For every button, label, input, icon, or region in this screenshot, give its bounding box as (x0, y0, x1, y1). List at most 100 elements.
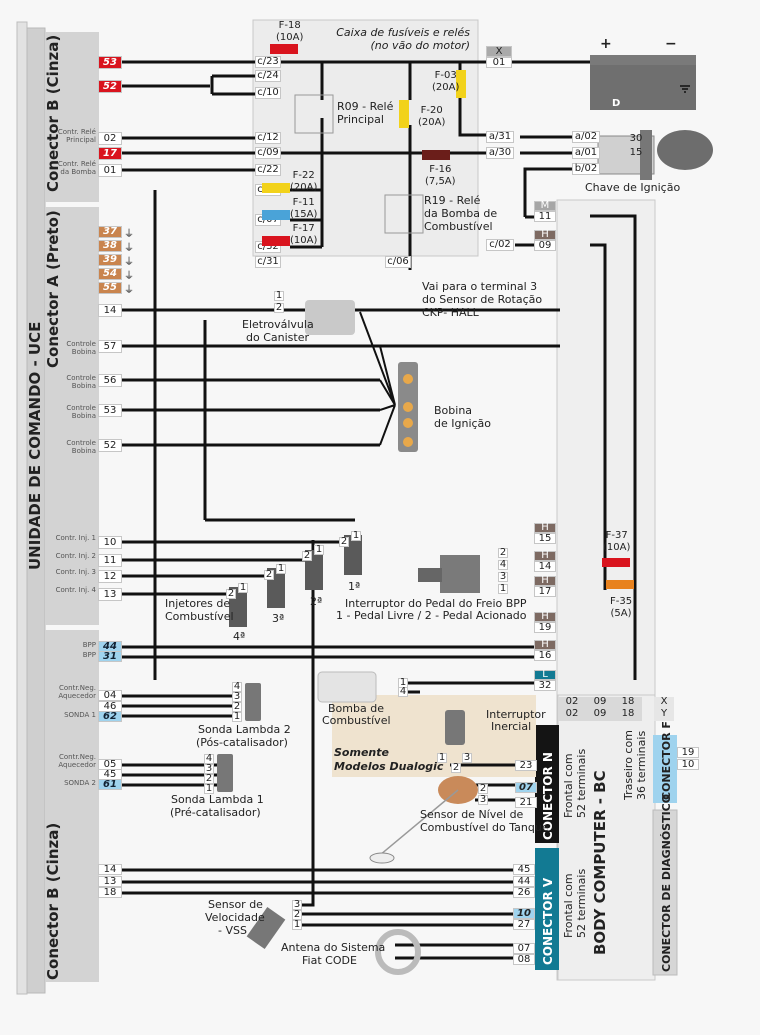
bc-pin-group: L (534, 670, 556, 680)
relay-pump-name-3: Combustível (424, 220, 493, 233)
coil-label-1: Bobina (434, 404, 472, 417)
fuel-pump: Bomba de Combustível (317, 671, 391, 727)
uce-pin: 14 (98, 304, 122, 317)
connector-f-label: CONECTOR F (660, 721, 673, 800)
connector-n (535, 725, 559, 843)
connector-n-pin: 07 (515, 782, 537, 793)
fuse-rating: (20A) (432, 82, 460, 93)
fusebox-pin: c/10 (255, 87, 281, 99)
component-pin: 1 (274, 290, 284, 301)
uce-pin: 11 (98, 554, 122, 567)
ignition-terminal: 15 (629, 147, 643, 158)
lambda-1: Sonda Lambda 1 (Pré-catalisador) (170, 754, 264, 819)
uce-ground-pin: 54 (98, 268, 122, 280)
brake-switch-label-2: 1 - Pedal Livre / 2 - Pedal Acionado (336, 609, 527, 622)
uce-pin-label: Contr. Inj. 1 (55, 534, 96, 542)
fuse-label: F-11(15A) (290, 197, 317, 221)
component-pin: 3 (498, 571, 508, 582)
fiat-code-antenna: Antena do Sistema Fiat CODE (281, 929, 421, 975)
connector-v-desc-1: Frontal com (562, 873, 575, 938)
connector-b-top-housing (45, 32, 99, 202)
uce-pin-label: Contr. Inj. 2 (55, 552, 96, 560)
bc-pin: 16 (534, 650, 556, 661)
bc-xy-cell: 02 (558, 709, 586, 721)
lambda1-label-2: (Pré-catalisador) (170, 806, 261, 819)
fusebox-pin: c/22 (255, 164, 281, 176)
uce-pin: 17 (98, 147, 122, 160)
fuse-rating: (5A) (610, 608, 632, 619)
ckp-note-1: Vai para o terminal 3 (422, 280, 537, 293)
injectors-label-1: Injetores de (165, 597, 230, 610)
component-pin: 2 (302, 550, 312, 561)
relay-pump-name: R19 - Relé (424, 194, 481, 207)
component-pin: 3 (204, 763, 214, 774)
component-pin: 1 (351, 530, 361, 541)
bc-pin: 11 (534, 211, 556, 222)
wires (120, 60, 682, 960)
fuse-name: F-17 (292, 223, 315, 234)
fuse-rating: (20A) (290, 182, 318, 193)
fusebox-pin: c/23 (255, 56, 281, 68)
ckp-note-3: CKP- HALL (422, 306, 480, 319)
fuse-label: F-17(10A) (290, 223, 317, 247)
ground-icon: ⏚ (124, 257, 134, 268)
component-pin: 4 (398, 686, 408, 697)
component-pin: 3 (292, 899, 302, 910)
uce-pin: 56 (98, 374, 122, 387)
ignition-pin: a/02 (572, 131, 600, 143)
fuse-name: F-16 (429, 164, 452, 175)
ground-icon (680, 85, 690, 93)
uce-pin-label: Contr.Neg. Aquecedor (58, 753, 96, 769)
component-pin: 1 (238, 582, 248, 593)
connector-n-pin: 21 (515, 797, 537, 808)
fuse-f-16 (422, 150, 450, 160)
component-pin: 2 (478, 783, 488, 794)
fuse-rating: (15A) (290, 209, 318, 220)
fuse-name: F-20 (420, 105, 443, 116)
key-icon (657, 130, 713, 170)
fuse-f-03 (456, 70, 466, 98)
component-pin: 2 (264, 569, 274, 580)
fusebox-pin: c/31 (255, 256, 281, 268)
fuse-label: F-18(10A) (276, 20, 303, 44)
connector-f-pin: 19 (677, 747, 699, 758)
fuse-label: F-16(7,5A) (425, 164, 456, 188)
component-pin: 2 (292, 909, 302, 920)
diagnostic-connector-label: CONECTOR DE DIAGNÓSTICO (660, 794, 673, 972)
uce-pin: 01 (98, 164, 122, 177)
fuse-rating: (10A) (290, 235, 318, 246)
pump-label-1: Bomba de (328, 702, 384, 715)
fuse-f-35 (606, 580, 634, 589)
uce-pin: 53 (98, 404, 122, 417)
uce-pin-label: Controle Bobina (66, 374, 96, 390)
uce-pin: 62 (98, 711, 122, 722)
fuse-f-37 (602, 558, 630, 567)
uce-pin-label: Contr. Inj. 3 (55, 568, 96, 576)
ignition-title: Chave de Ignição (585, 181, 680, 194)
fuel-level-label-1: Sensor de Nível de (420, 808, 524, 821)
fuse-label: F-35(5A) (610, 596, 632, 620)
connector-a-housing (45, 207, 99, 625)
bc-pin-group: H (534, 640, 556, 650)
antenna-label-2: Fiat CODE (302, 954, 357, 967)
battery-minus: − (665, 36, 677, 52)
uce-pin: 14 (98, 864, 122, 875)
connector-v-pin: 44 (513, 876, 535, 887)
uce-ground-pin: 39 (98, 254, 122, 266)
fuse-name: F-11 (292, 197, 315, 208)
component-pin: 1 (314, 544, 324, 555)
fuse-name: F-22 (292, 170, 315, 181)
component-pin: 2 (232, 701, 242, 712)
ignition-terminal: 30 (629, 133, 643, 144)
bc-pin: 14 (534, 561, 556, 572)
bc-pin-group: H (534, 576, 556, 586)
fuse-name: F-37 (605, 530, 628, 541)
connector-f (653, 735, 677, 803)
fuse-label: F-03(20A) (432, 70, 459, 94)
component-pin: 4 (498, 559, 508, 570)
bc-xy-cell: 18 (614, 709, 642, 721)
diagnostic-connector (652, 809, 678, 976)
fuse-name: F-18 (278, 20, 301, 31)
connector-v-pin: 07 (513, 943, 535, 954)
dualogic-note-2: Modelos Dualogic (334, 760, 444, 773)
